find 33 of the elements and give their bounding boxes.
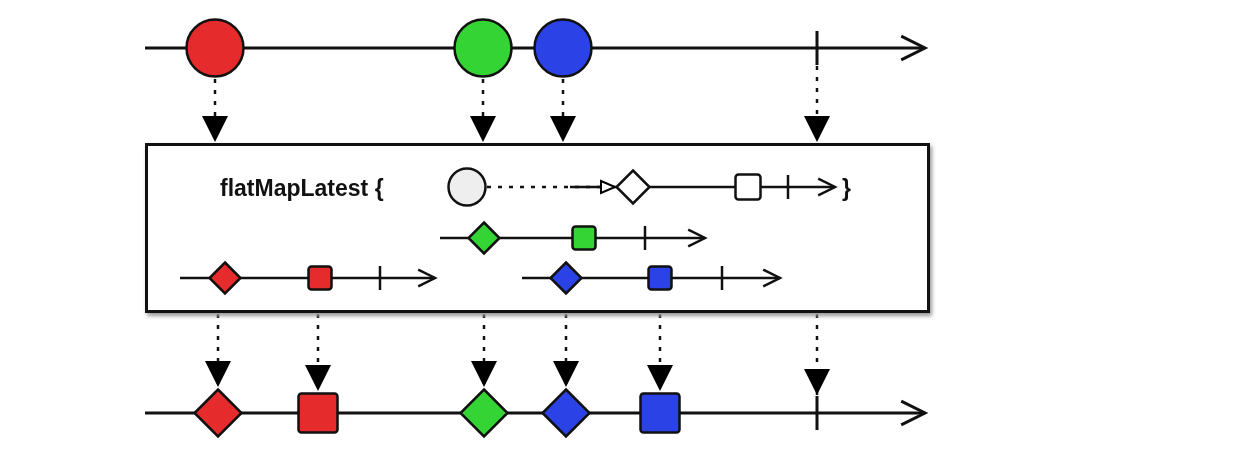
arrow bbox=[470, 79, 496, 142]
square-marble bbox=[647, 265, 673, 291]
diamond-marble bbox=[467, 221, 501, 255]
circle-marble bbox=[447, 167, 487, 207]
diamond-marble bbox=[549, 261, 583, 295]
arrow bbox=[550, 79, 576, 142]
circle-marble bbox=[533, 18, 593, 78]
circle-marble bbox=[185, 18, 245, 78]
arrow bbox=[471, 314, 497, 387]
arrow bbox=[487, 180, 616, 194]
arrow bbox=[804, 66, 830, 142]
completion-mark bbox=[814, 396, 820, 430]
diamond-marble bbox=[459, 388, 509, 438]
circle-marble bbox=[453, 18, 513, 78]
completion-mark bbox=[814, 31, 820, 65]
arrow bbox=[205, 314, 231, 387]
square-marble bbox=[571, 225, 597, 251]
arrow bbox=[647, 314, 673, 391]
square-marble bbox=[307, 265, 333, 291]
operator-label: flatMapLatest { bbox=[220, 175, 384, 202]
diamond-marble bbox=[193, 388, 243, 438]
diamond-marble bbox=[541, 388, 591, 438]
diamond-marble bbox=[615, 169, 651, 205]
square-marble bbox=[734, 173, 762, 201]
arrow bbox=[202, 79, 228, 142]
square-marble bbox=[639, 392, 681, 434]
arrow bbox=[305, 314, 331, 391]
square-marble bbox=[297, 392, 339, 434]
operator-box bbox=[145, 143, 930, 313]
diamond-marble bbox=[208, 261, 242, 295]
arrow bbox=[804, 314, 830, 395]
closing-brace: } bbox=[842, 175, 851, 202]
arrow bbox=[553, 314, 579, 387]
